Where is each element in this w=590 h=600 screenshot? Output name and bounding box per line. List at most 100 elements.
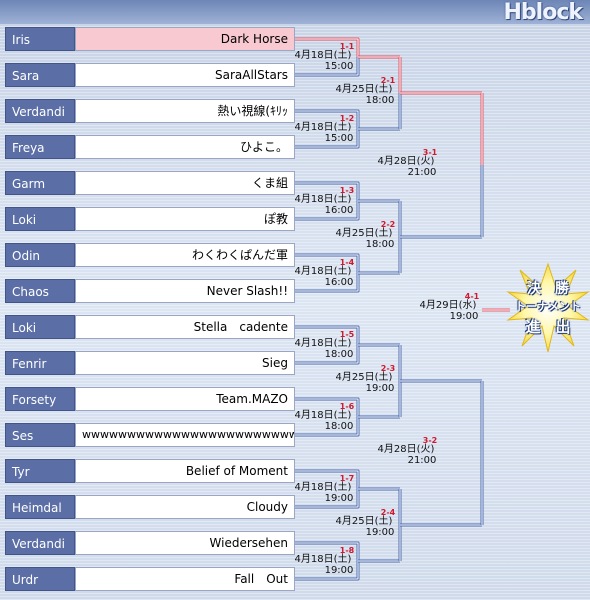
final-badge-line1: 決 勝 [527, 281, 569, 297]
header-bar [0, 0, 590, 24]
bracket-line-highlight [295, 489, 359, 508]
match-label: 1-8 [339, 546, 355, 555]
bracket-line-highlight [295, 542, 359, 561]
character-name: Fenrir [5, 351, 75, 375]
character-name: Urdr [5, 567, 75, 591]
match-time: 18:00 [365, 239, 395, 250]
block-title: Hblock [503, 0, 583, 25]
team-name: Sieg [75, 351, 295, 375]
character-name: Verdandi [5, 531, 75, 555]
bracket-line-highlight [295, 273, 359, 292]
match-time: 16:00 [324, 277, 354, 288]
match-label: 1-6 [339, 402, 355, 411]
team-name: ぽ教 [75, 207, 295, 231]
match-time: 18:00 [365, 95, 395, 106]
team-name: wwwwwwwwwwwwwwwwwwwwwwwww [75, 423, 295, 447]
character-name: Loki [5, 315, 75, 339]
bracket-line-highlight [295, 326, 359, 345]
bracket-line-highlight [295, 110, 359, 129]
match-time: 19:00 [449, 311, 479, 322]
match-label: 3-2 [422, 436, 438, 445]
match-label: 1-3 [339, 186, 355, 195]
bracket-line-highlight [295, 254, 359, 273]
match-time: 21:00 [407, 167, 437, 178]
team-name: Cloudy [75, 495, 295, 519]
match-label: 4-1 [464, 292, 480, 301]
final-tournament-badge: 決 勝 トーナメント 進 出 [506, 262, 590, 354]
final-badge-line2: トーナメント [515, 300, 581, 313]
bracket-line-highlight [295, 345, 359, 364]
match-time: 15:00 [324, 61, 354, 72]
match-date: 4月18日(土) [294, 122, 352, 133]
team-name: Belief of Moment [75, 459, 295, 483]
character-name: Freya [5, 135, 75, 159]
match-label: 1-7 [339, 474, 355, 483]
bracket-line-highlight [295, 417, 359, 436]
match-date: 4月25日(土) [335, 516, 393, 527]
match-date: 4月18日(土) [294, 554, 352, 565]
match-time: 19:00 [365, 383, 395, 394]
character-name: Ses [5, 423, 75, 447]
match-label: 2-3 [380, 364, 396, 373]
bracket-line-highlight [295, 129, 359, 148]
match-label: 2-4 [380, 508, 396, 517]
match-date: 4月18日(土) [294, 266, 352, 277]
team-name: Team.MAZO [75, 387, 295, 411]
team-name: Wiedersehen [75, 531, 295, 555]
character-name: Garm [5, 171, 75, 195]
match-label: 1-5 [339, 330, 355, 339]
match-date: 4月28日(火) [377, 156, 435, 167]
bracket-line-highlight [295, 182, 359, 201]
character-name: Tyr [5, 459, 75, 483]
match-date: 4月18日(土) [294, 410, 352, 421]
character-name: Loki [5, 207, 75, 231]
bracket-line-highlight [295, 38, 359, 57]
team-name: Stella cadente [75, 315, 295, 339]
character-name: Chaos [5, 279, 75, 303]
team-name: Dark Horse [75, 27, 295, 51]
team-name: 熱い視線(ｷﾘｯ [75, 99, 295, 123]
character-name: Heimdal [5, 495, 75, 519]
team-name: ひよこ。 [75, 135, 295, 159]
match-label: 1-1 [339, 42, 355, 51]
bracket-line-highlight [295, 470, 359, 489]
bracket-line-highlight [295, 57, 359, 76]
match-date: 4月25日(土) [335, 228, 393, 239]
final-badge-line3: 進 出 [525, 318, 571, 336]
team-name: わくわくぱんだ軍 [75, 243, 295, 267]
team-name: SaraAllStars [75, 63, 295, 87]
match-label: 1-4 [339, 258, 355, 267]
match-label: 2-2 [380, 220, 396, 229]
match-label: 2-1 [380, 76, 396, 85]
match-time: 18:00 [324, 421, 354, 432]
match-time: 16:00 [324, 205, 354, 216]
match-time: 18:00 [324, 349, 354, 360]
match-date: 4月18日(土) [294, 482, 352, 493]
starburst-icon [506, 262, 590, 353]
match-date: 4月29日(水) [419, 300, 477, 311]
bracket-line-highlight [295, 398, 359, 417]
character-name: Sara [5, 63, 75, 87]
match-date: 4月18日(土) [294, 194, 352, 205]
bracket-line-highlight [295, 201, 359, 220]
match-time: 21:00 [407, 455, 437, 466]
bracket-line-highlight [295, 561, 359, 580]
character-name: Forsety [5, 387, 75, 411]
